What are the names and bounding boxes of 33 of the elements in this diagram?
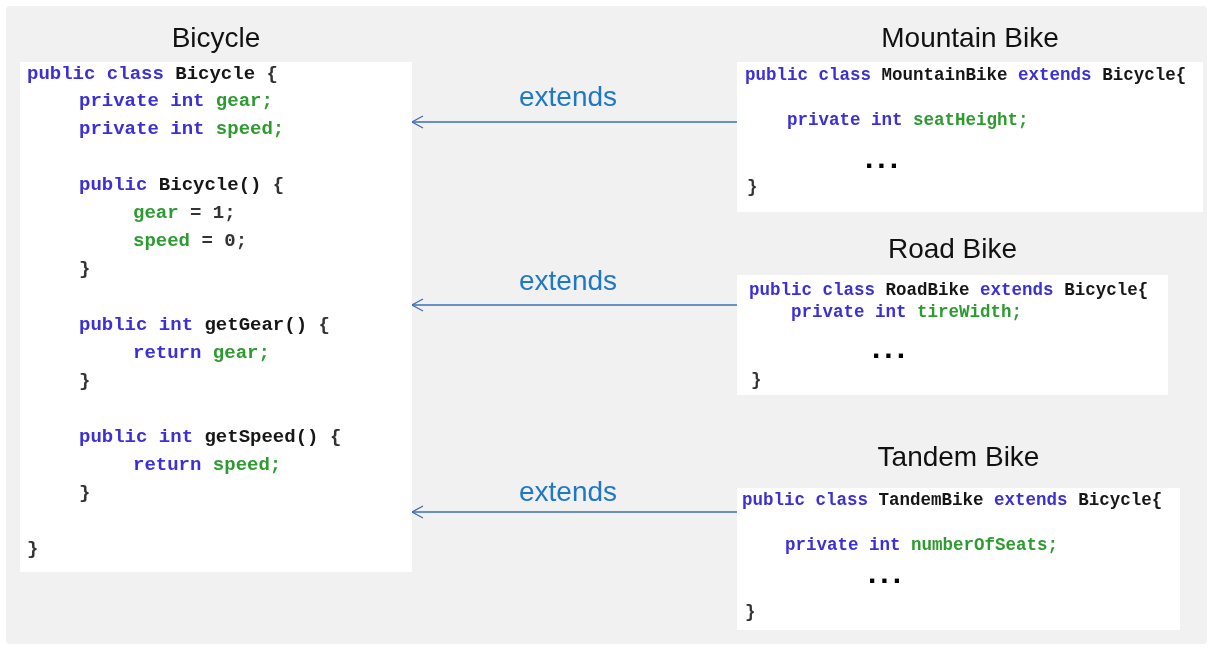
code-line: private int seatHeight; [787, 109, 1029, 131]
arrow [411, 115, 738, 129]
code-line: return gear; [133, 342, 270, 364]
code-line: public class RoadBike extends Bicycle{ [749, 279, 1149, 301]
code-line: } [751, 369, 762, 391]
code-line: } [79, 370, 91, 392]
class-title: Road Bike [886, 232, 1019, 266]
code-line: } [745, 601, 756, 623]
ellipsis: ... [868, 562, 905, 584]
code-line: public class MountainBike extends Bicycle{ [745, 64, 1187, 86]
code-line: speed = 0; [133, 230, 248, 252]
code-line: } [27, 538, 39, 560]
class-title: Bicycle [170, 21, 262, 55]
code-line: public int getGear() { [79, 314, 330, 336]
code-line: gear = 1; [133, 202, 236, 224]
code-line: public Bicycle() { [79, 174, 285, 196]
class-title: Tandem Bike [876, 440, 1041, 474]
class-title: Mountain Bike [880, 21, 1060, 55]
code-line: return speed; [133, 454, 282, 476]
arrow [411, 505, 738, 519]
code-line: private int gear; [79, 90, 273, 112]
ellipsis: ... [872, 337, 909, 359]
code-line: } [79, 258, 91, 280]
code-line: } [79, 482, 91, 504]
code-line: private int numberOfSeats; [785, 534, 1059, 556]
arrow [411, 298, 738, 312]
code-line: } [747, 176, 758, 198]
code-line: public class TandemBike extends Bicycle{ [742, 489, 1163, 511]
code-line: public int getSpeed() { [79, 426, 342, 448]
ellipsis: ... [865, 147, 902, 169]
code-line: public class Bicycle { [27, 63, 278, 85]
code-line: private int tireWidth; [791, 301, 1023, 323]
code-line: private int speed; [79, 118, 285, 140]
